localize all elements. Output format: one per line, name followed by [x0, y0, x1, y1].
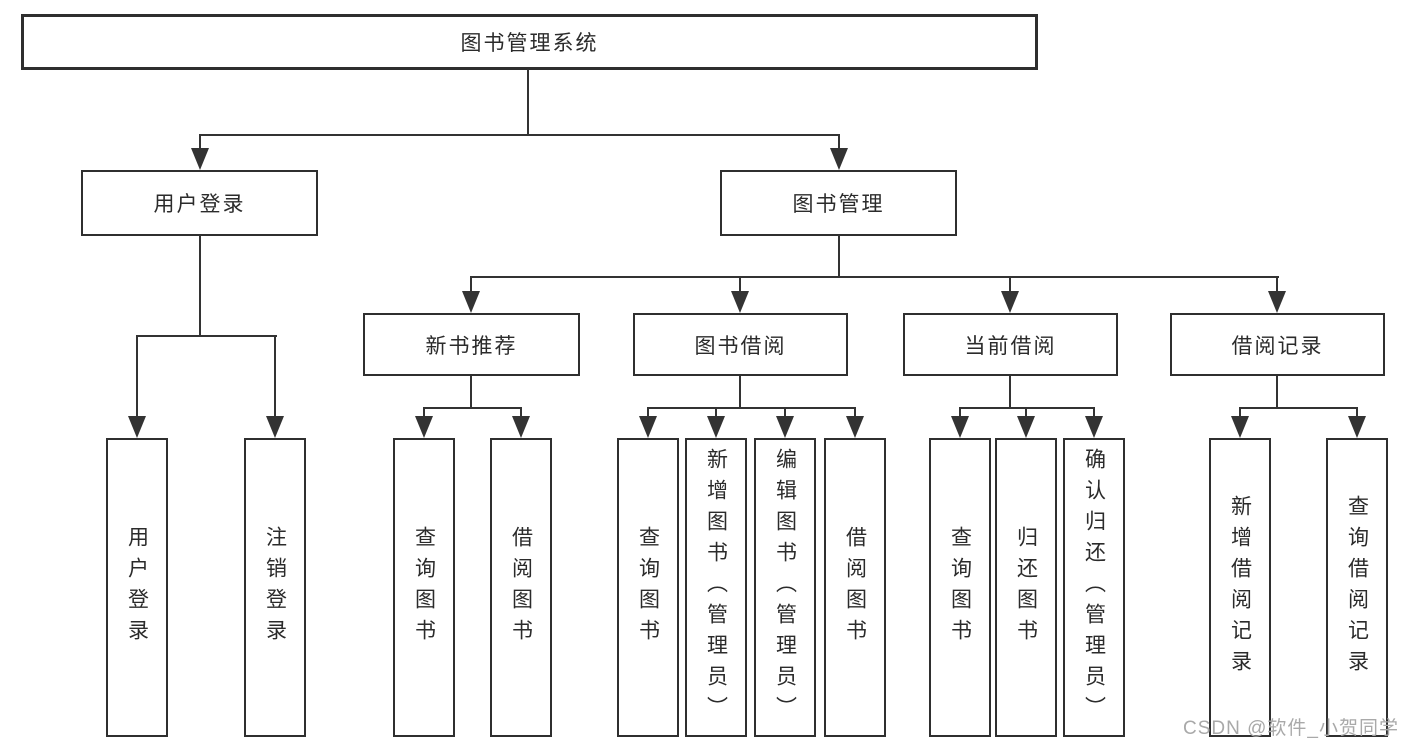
- node-borrowing-records-label: 借阅记录: [1231, 334, 1324, 358]
- connector-drop-book-borrowing: [739, 276, 741, 293]
- node-book-borrowing: 图书借阅: [633, 313, 848, 376]
- node-current-borrowing: 当前借阅: [903, 313, 1118, 376]
- connector-drop-leaf: [1239, 407, 1241, 418]
- connector-book-borrowing-trunk: [739, 376, 741, 409]
- leaf-logout: 注销登录: [244, 438, 306, 737]
- arrowhead-leaf: [128, 416, 146, 438]
- connector-user-login-split: [136, 335, 277, 337]
- arrowhead-leaf: [512, 416, 530, 438]
- node-book-borrowing-label: 图书借阅: [694, 334, 787, 358]
- connector-drop-leaf: [1093, 407, 1095, 418]
- connector-current-borrowing-trunk: [1009, 376, 1011, 409]
- arrowhead-leaf: [1231, 416, 1249, 438]
- leaf-user-login: 用户登录: [106, 438, 168, 737]
- leaf-add-borrow-record-label: 新增借阅记录: [1228, 494, 1252, 681]
- connector-drop-current-borrowing: [1009, 276, 1011, 293]
- node-book-management-label: 图书管理: [792, 193, 885, 216]
- connector-drop-leaf: [1356, 407, 1358, 418]
- arrowhead-leaf: [415, 416, 433, 438]
- connector-root-trunk: [527, 69, 529, 135]
- connector-drop-leaf: [959, 407, 961, 418]
- node-new-book-recommendation-label: 新书推荐: [425, 334, 518, 358]
- arrowhead-leaf: [1017, 416, 1035, 438]
- leaf-query-books-recommend: 查询图书: [393, 438, 455, 737]
- arrowhead-leaf: [707, 416, 725, 438]
- connector-borrowing-records-trunk: [1276, 376, 1278, 409]
- connector-borrowing-records-split: [1239, 407, 1358, 409]
- connector-drop-leaf: [1025, 407, 1027, 418]
- leaf-edit-book-admin-label: 编辑图书（管理员）: [773, 448, 797, 727]
- node-user-login-label: 用户登录: [153, 193, 246, 216]
- leaf-confirm-return-admin-label: 确认归还（管理员）: [1082, 448, 1106, 727]
- leaf-query-books-borrowing: 查询图书: [617, 438, 679, 737]
- connector-drop-leaf: [854, 407, 856, 418]
- arrowhead-leaf: [951, 416, 969, 438]
- arrowhead-leaf: [1085, 416, 1103, 438]
- connector-drop-recommend: [470, 276, 472, 293]
- leaf-edit-book-admin: 编辑图书（管理员）: [754, 438, 816, 737]
- connector-book-management-trunk: [838, 235, 840, 278]
- connector-recommend-split: [423, 407, 522, 409]
- leaf-add-borrow-record: 新增借阅记录: [1209, 438, 1271, 737]
- connector-book-borrowing-split: [647, 407, 856, 409]
- arrowhead-borrowing-records: [1268, 291, 1286, 313]
- leaf-query-books-current-label: 查询图书: [948, 525, 972, 650]
- connector-drop-book-management: [838, 134, 840, 150]
- leaf-query-books-recommend-label: 查询图书: [412, 525, 436, 650]
- arrowhead-user-login: [191, 148, 209, 170]
- connector-drop-leaf: [647, 407, 649, 418]
- connector-drop-leaf: [715, 407, 717, 418]
- connector-recommend-trunk: [470, 376, 472, 409]
- arrowhead-book-management: [830, 148, 848, 170]
- node-user-login: 用户登录: [81, 170, 318, 236]
- arrowhead-leaf: [846, 416, 864, 438]
- arrowhead-leaf: [639, 416, 657, 438]
- node-library-system: 图书管理系统: [21, 14, 1038, 70]
- connector-drop-leaf: [423, 407, 425, 418]
- csdn-watermark: CSDN @软件_小贺同学: [1183, 718, 1399, 739]
- leaf-query-books-current: 查询图书: [929, 438, 991, 737]
- arrowhead-leaf: [1348, 416, 1366, 438]
- node-borrowing-records: 借阅记录: [1170, 313, 1385, 376]
- node-library-system-label: 图书管理系统: [460, 32, 599, 55]
- connector-level2-split: [199, 134, 840, 136]
- leaf-borrow-books-recommend-label: 借阅图书: [509, 525, 533, 650]
- leaf-return-books: 归还图书: [995, 438, 1057, 737]
- connector-drop-leaf: [520, 407, 522, 418]
- leaf-return-books-label: 归还图书: [1014, 525, 1038, 650]
- leaf-user-login-label: 用户登录: [125, 525, 149, 650]
- leaf-add-book-admin-label: 新增图书（管理员）: [704, 448, 728, 727]
- leaf-borrow-books-recommend: 借阅图书: [490, 438, 552, 737]
- connector-drop-borrowing-records: [1276, 276, 1278, 293]
- leaf-query-books-borrowing-label: 查询图书: [636, 525, 660, 650]
- leaf-confirm-return-admin: 确认归还（管理员）: [1063, 438, 1125, 737]
- node-new-book-recommendation: 新书推荐: [363, 313, 580, 376]
- arrowhead-leaf: [776, 416, 794, 438]
- leaf-query-borrow-record: 查询借阅记录: [1326, 438, 1388, 737]
- arrowhead-recommend: [462, 291, 480, 313]
- connector-drop-user-login: [199, 134, 201, 150]
- leaf-query-borrow-record-label: 查询借阅记录: [1345, 494, 1369, 681]
- arrowhead-leaf: [266, 416, 284, 438]
- connector-drop-leaf-user-login: [136, 336, 138, 418]
- connector-user-login-trunk: [199, 235, 201, 337]
- connector-current-borrowing-split: [959, 407, 1095, 409]
- leaf-borrow-books-label: 借阅图书: [843, 525, 867, 650]
- arrowhead-book-borrowing: [731, 291, 749, 313]
- connector-level3-split: [470, 276, 1279, 278]
- leaf-borrow-books: 借阅图书: [824, 438, 886, 737]
- connector-drop-leaf-logout: [274, 336, 276, 418]
- leaf-add-book-admin: 新增图书（管理员）: [685, 438, 747, 737]
- node-current-borrowing-label: 当前借阅: [964, 334, 1057, 358]
- connector-drop-leaf: [784, 407, 786, 418]
- leaf-logout-label: 注销登录: [263, 525, 287, 650]
- node-book-management: 图书管理: [720, 170, 957, 236]
- arrowhead-current-borrowing: [1001, 291, 1019, 313]
